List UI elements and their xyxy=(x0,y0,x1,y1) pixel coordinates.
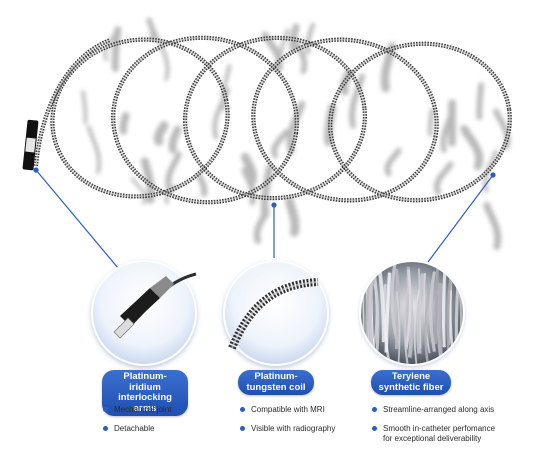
bullet-item: Mechanical joint xyxy=(103,405,171,415)
label-line-1: Platinum-iridium xyxy=(108,372,182,393)
bullet-item: Streamline-arranged along axis xyxy=(372,405,495,415)
bullet-text: Streamline-arranged along axis xyxy=(383,405,495,415)
bullets-platinum-tungsten: Compatible with MRI Visible with radiogr… xyxy=(240,405,335,443)
bullet-dot-icon xyxy=(372,407,377,412)
bullet-text: Mechanical joint xyxy=(114,405,171,415)
fiber-wisp xyxy=(290,201,296,232)
fiber-wisp xyxy=(274,132,286,156)
coil-loop xyxy=(38,23,243,212)
fiber-wisp xyxy=(437,164,451,192)
bullet-dot-icon xyxy=(103,426,108,431)
fiber-wisp xyxy=(265,168,270,216)
fiber-wisp xyxy=(199,176,204,194)
label-line-1: Terylene xyxy=(377,372,445,383)
fiber-wisp xyxy=(158,126,164,142)
bullet-item: Smooth in-catheter perfomance for except… xyxy=(372,424,495,444)
fiber-strand xyxy=(456,280,458,360)
fiber-wisp xyxy=(172,129,177,149)
fiber-wisp xyxy=(149,20,153,38)
bullet-item: Visible with radiography xyxy=(240,424,335,434)
fiber-wisp xyxy=(479,85,481,117)
fiber-wisp xyxy=(168,154,179,189)
fiber-wisp xyxy=(83,92,86,122)
fiber-wisp xyxy=(307,25,312,53)
bullet-text-line-2: for exceptional deliverability xyxy=(383,434,495,444)
label-line-1: Platinum- xyxy=(244,372,308,383)
coil-loop-highlight xyxy=(38,23,243,212)
fiber-wisp xyxy=(89,127,99,172)
fiber-strand xyxy=(444,267,445,347)
fiber-wisp xyxy=(133,179,145,203)
bullet-item: Compatible with MRI xyxy=(240,405,335,415)
fiber-wisp xyxy=(487,205,498,246)
bullet-text-line-1: Smooth in-catheter perfomance xyxy=(383,424,495,434)
fiber-wisp xyxy=(123,116,126,131)
coil-loop xyxy=(241,25,450,215)
bullet-text: Compatible with MRI xyxy=(251,405,335,415)
bullets-platinum-iridium: Mechanical joint Detachable xyxy=(103,405,171,443)
bullet-dot-icon xyxy=(372,426,377,431)
label-terylene: Terylene synthetic fiber xyxy=(371,370,451,395)
label-platinum-tungsten: Platinum- tungsten coil xyxy=(238,370,314,395)
bullet-dot-icon xyxy=(240,407,245,412)
label-line-2: tungsten coil xyxy=(244,383,308,394)
bullet-dot-icon xyxy=(240,426,245,431)
fiber-wisp xyxy=(387,151,398,174)
bullet-text: Visible with radiography xyxy=(251,424,335,434)
fiber-wisp xyxy=(430,110,432,134)
coil-loop-highlight xyxy=(241,25,450,215)
zoom-circle-coil xyxy=(224,261,328,365)
bullet-text: Detachable xyxy=(114,424,171,434)
fiber-wisp xyxy=(154,30,168,79)
bullets-terylene: Streamline-arranged along axis Smooth in… xyxy=(372,405,495,444)
bullet-item: Detachable xyxy=(103,424,171,434)
label-line-2: synthetic fiber xyxy=(377,383,445,394)
fiber-wisp xyxy=(464,129,479,166)
bullet-dot-icon xyxy=(103,407,108,412)
